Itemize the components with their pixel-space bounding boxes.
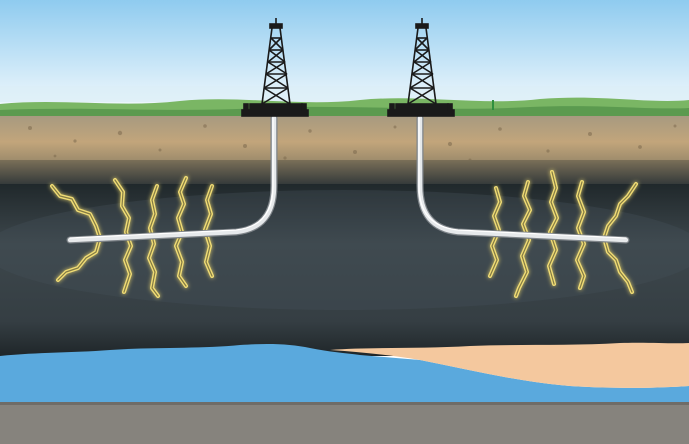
horizon-haze	[0, 86, 689, 102]
topsoil-layer	[0, 116, 689, 168]
left-wellbore	[66, 114, 278, 244]
bedrock-layer	[0, 402, 689, 444]
soil-texture	[28, 124, 677, 162]
left-drilling-rig-icon	[241, 18, 309, 117]
shale-layer	[0, 184, 689, 356]
soil-shale-transition	[0, 160, 689, 188]
marker-post	[492, 100, 494, 110]
right-drilling-rig-icon	[387, 18, 455, 117]
right-wellbore	[416, 114, 630, 244]
aquifer-layer	[0, 344, 689, 404]
bedrock-top-edge	[0, 402, 689, 405]
sand-layer	[330, 342, 689, 388]
right-fracture-network	[488, 170, 638, 298]
grass-highlight	[0, 106, 689, 118]
left-fracture-network	[50, 176, 214, 298]
shale-shading	[0, 190, 689, 310]
